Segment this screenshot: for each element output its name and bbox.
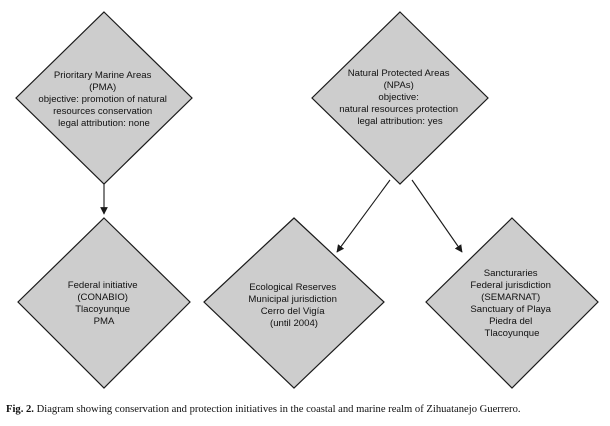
label-line: Prioritary Marine Areas <box>54 70 152 81</box>
label-line: objective: promotion of natural <box>38 94 167 105</box>
diamond-shape <box>425 217 599 389</box>
label-line: objective: <box>378 92 419 103</box>
label-line: Sanctuary of Playa <box>470 304 551 315</box>
flow-diagram: Prioritary Marine Areas (PMA) objective:… <box>15 11 599 389</box>
node-label: Sancturaries Federal jurisdiction (SEMAR… <box>470 268 553 339</box>
label-line: Piedra del <box>489 316 532 327</box>
label-line: (until 2004) <box>270 318 318 329</box>
diamond-shape <box>15 11 193 185</box>
label-line: natural resources protection <box>339 104 458 115</box>
caption-label: Fig. 2. <box>6 404 34 415</box>
label-line: legal attribution: yes <box>357 116 443 127</box>
label-line: Tlacoyunque <box>485 328 540 339</box>
label-line: Cerro del Vigía <box>261 306 325 317</box>
node-ecological-reserves: Ecological Reserves Municipal jurisdicti… <box>203 217 385 389</box>
node-label: Ecological Reserves Municipal jurisdicti… <box>248 282 339 329</box>
diamond-shape <box>203 217 385 389</box>
label-line: Ecological Reserves <box>249 282 336 293</box>
figure-caption: Fig. 2. Diagram showing conservation and… <box>6 404 606 415</box>
label-line: (NPAs) <box>384 80 414 91</box>
label-line: Federal initiative <box>68 280 138 291</box>
node-sanctuaries: Sancturaries Federal jurisdiction (SEMAR… <box>425 217 599 389</box>
label-line: resources conservation <box>53 106 152 117</box>
label-line: Sancturaries <box>484 268 538 279</box>
label-line: legal attribution: none <box>58 118 150 129</box>
diamond-shape <box>311 11 489 185</box>
label-line: (CONABIO) <box>77 292 128 303</box>
label-line: Natural Protected Areas <box>348 68 450 79</box>
node-federal-initiative: Federal initiative (CONABIO) Tlacoyunque… <box>17 217 191 389</box>
label-line: (SEMARNAT) <box>481 292 540 303</box>
node-label: Federal initiative (CONABIO) Tlacoyunque… <box>68 280 141 327</box>
caption-text: Diagram showing conservation and protect… <box>33 404 521 415</box>
node-pma: Prioritary Marine Areas (PMA) objective:… <box>15 11 193 185</box>
edge-npa-to-sanct <box>411 179 463 253</box>
label-line: Municipal jurisdiction <box>248 294 337 305</box>
diamond-shape <box>17 217 191 389</box>
label-line: (PMA) <box>89 82 116 93</box>
edge-npa-to-eco <box>336 179 391 253</box>
label-line: Federal jurisdiction <box>470 280 551 291</box>
node-label: Natural Protected Areas (NPAs) objective… <box>339 68 461 127</box>
node-label: Prioritary Marine Areas (PMA) objective:… <box>38 70 169 129</box>
label-line: Tlacoyunque <box>75 304 130 315</box>
node-npa: Natural Protected Areas (NPAs) objective… <box>311 11 489 185</box>
label-line: PMA <box>94 316 115 327</box>
